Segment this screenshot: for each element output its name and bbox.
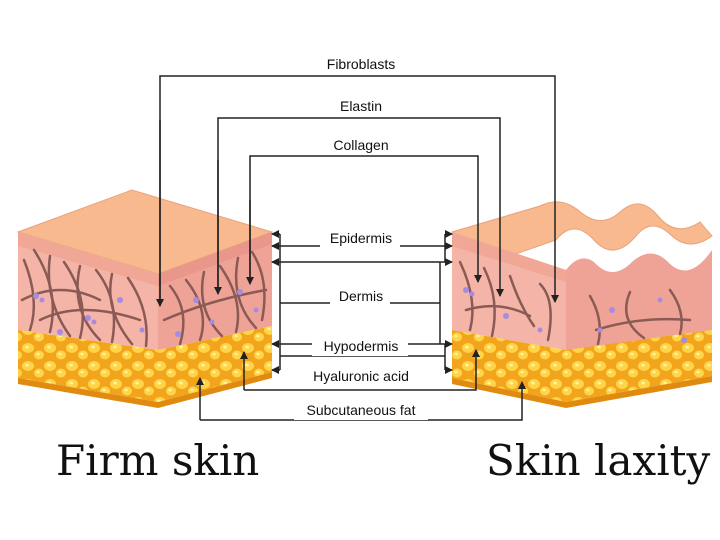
fibroblasts-label: Fibroblasts — [327, 56, 395, 72]
skin-laxity-title: Skin laxity — [486, 436, 711, 485]
hyaluronic-connector — [244, 349, 480, 391]
hyaluronic-acid-label: Hyaluronic acid — [313, 368, 409, 384]
elastin-label: Elastin — [340, 98, 382, 114]
collagen-label: Collagen — [333, 137, 388, 153]
hypodermis-label: Hypodermis — [324, 338, 399, 354]
epidermis-label: Epidermis — [330, 230, 392, 246]
dermis-label: Dermis — [339, 288, 383, 304]
firm-skin-title: Firm skin — [56, 436, 260, 485]
subcutaneous-fat-label: Subcutaneous fat — [307, 402, 416, 418]
firm-skin-illustration — [16, 189, 274, 408]
skin-laxity-illustration — [451, 201, 713, 408]
collagen-connector — [249, 155, 482, 283]
